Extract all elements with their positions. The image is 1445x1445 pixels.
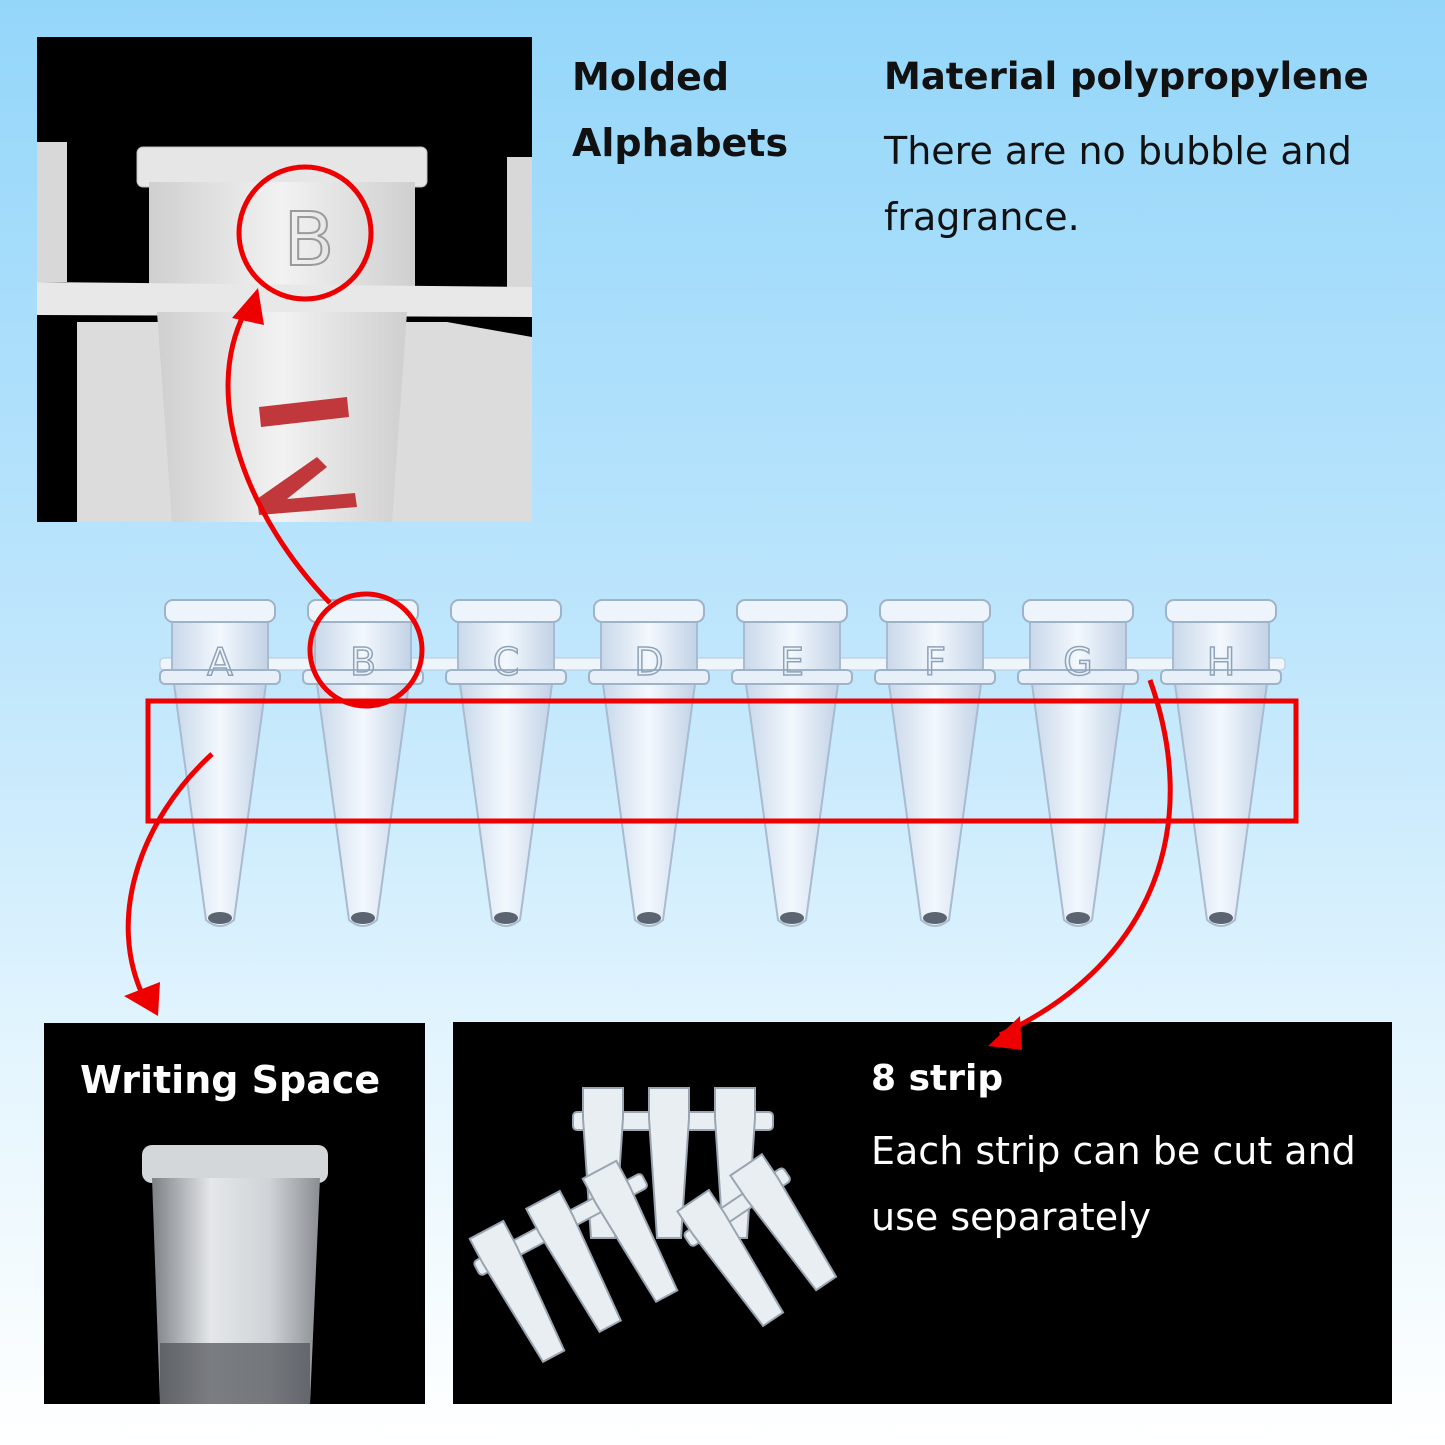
- tube-tip: [637, 912, 661, 924]
- pcr-tube-strip: A B C D E F G H: [159, 599, 1286, 927]
- tube-h: H: [1160, 599, 1282, 927]
- tube-f: F: [874, 599, 996, 927]
- eight-strip-description: Each strip can be cut and use separately: [871, 1118, 1381, 1250]
- tube-tip: [208, 912, 232, 924]
- tube-collar: [1160, 669, 1282, 685]
- tube-b: B: [302, 599, 424, 927]
- tube-collar: [874, 669, 996, 685]
- strip-line1: Each strip can be cut and: [871, 1129, 1356, 1173]
- molded-heading-line1: Molded: [572, 55, 730, 99]
- tube-letter: B: [350, 640, 376, 684]
- molded-alphabets-heading: Molded Alphabets: [572, 44, 862, 176]
- tube-letter: F: [924, 640, 946, 684]
- tube-letter: E: [780, 640, 804, 684]
- tube-a: A: [159, 599, 281, 927]
- tube-collar: [445, 669, 567, 685]
- tube-closeup-illustration: B: [37, 142, 532, 522]
- tube-cone: [887, 683, 983, 927]
- tube-letter: D: [634, 640, 663, 684]
- material-line2: fragrance.: [884, 195, 1080, 239]
- tube-d: D: [588, 599, 710, 927]
- material-line1: There are no bubble and: [884, 129, 1352, 173]
- tube-cone: [1030, 683, 1126, 927]
- tube-collar: [159, 669, 281, 685]
- tube-letter: G: [1063, 640, 1092, 684]
- molded-heading-line2: Alphabets: [572, 121, 789, 165]
- tube-tip: [351, 912, 375, 924]
- writing-space-heading: Writing Space: [80, 1058, 381, 1102]
- tube-cap: [593, 599, 705, 623]
- tube-cap: [736, 599, 848, 623]
- tube-tip: [494, 912, 518, 924]
- tube-e: E: [731, 599, 853, 927]
- tube-cone: [315, 683, 411, 927]
- molded-letter: B: [284, 197, 335, 283]
- tube-tip: [923, 912, 947, 924]
- writing-space-panel: Writing Space: [44, 1023, 425, 1404]
- tube-letter: A: [207, 640, 233, 684]
- cut-strips-illustration: [468, 1087, 838, 1364]
- tube-cone: [1173, 683, 1269, 927]
- tube-tip: [780, 912, 804, 924]
- tube-g: G: [1017, 599, 1139, 927]
- tube-cap: [1022, 599, 1134, 623]
- writing-space-tube-illustration: [142, 1145, 328, 1404]
- tube-cap: [164, 599, 276, 623]
- material-description: There are no bubble and fragrance.: [884, 118, 1404, 250]
- tube-cone: [172, 683, 268, 927]
- tube-cone: [601, 683, 697, 927]
- tube-cone: [744, 683, 840, 927]
- tube-c: C: [445, 599, 567, 927]
- tube-letter: H: [1207, 640, 1236, 684]
- tube-cap: [1165, 599, 1277, 623]
- strip-line2: use separately: [871, 1195, 1152, 1239]
- writing-arrowhead: [124, 982, 160, 1016]
- tube-cap: [879, 599, 991, 623]
- eight-strip-panel: 8 strip Each strip can be cut and use se…: [453, 1022, 1392, 1404]
- eight-strip-heading: 8 strip: [871, 1058, 1004, 1099]
- tube-cone: [458, 683, 554, 927]
- tube-cap: [307, 599, 419, 623]
- tube-collar: [588, 669, 710, 685]
- tube-cap: [450, 599, 562, 623]
- molded-alphabet-closeup: B: [37, 37, 532, 522]
- tube-tip: [1066, 912, 1090, 924]
- tube-collar: [731, 669, 853, 685]
- material-heading: Material polypropylene: [884, 55, 1369, 98]
- tube-letter: C: [493, 640, 520, 684]
- tube-tip: [1209, 912, 1233, 924]
